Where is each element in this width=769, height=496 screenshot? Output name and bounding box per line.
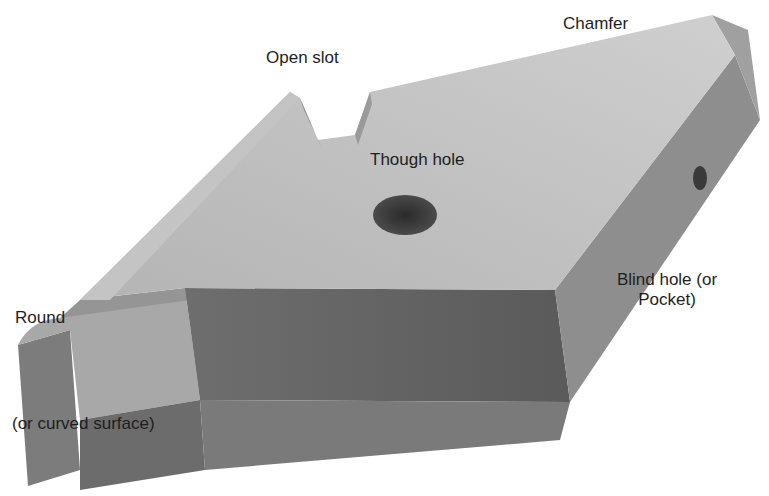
part-label: (or curved surface) <box>12 414 155 434</box>
part-label: Though hole <box>370 150 465 170</box>
part-label: Chamfer <box>563 14 628 34</box>
slot-wall <box>300 98 322 148</box>
blind-hole <box>693 166 707 190</box>
part-label: Open slot <box>266 48 339 68</box>
part-label: Blind hole (or Pocket) <box>592 270 742 310</box>
step-front-lower <box>80 400 205 490</box>
top-face <box>80 15 735 300</box>
raised-strip <box>80 92 300 300</box>
front-face <box>185 288 570 402</box>
step-front <box>18 330 80 486</box>
through-hole <box>373 195 437 235</box>
step-top <box>18 288 200 420</box>
bottom-face <box>200 400 570 470</box>
slot-wall <box>355 92 372 145</box>
part-label: Round <box>15 308 65 328</box>
